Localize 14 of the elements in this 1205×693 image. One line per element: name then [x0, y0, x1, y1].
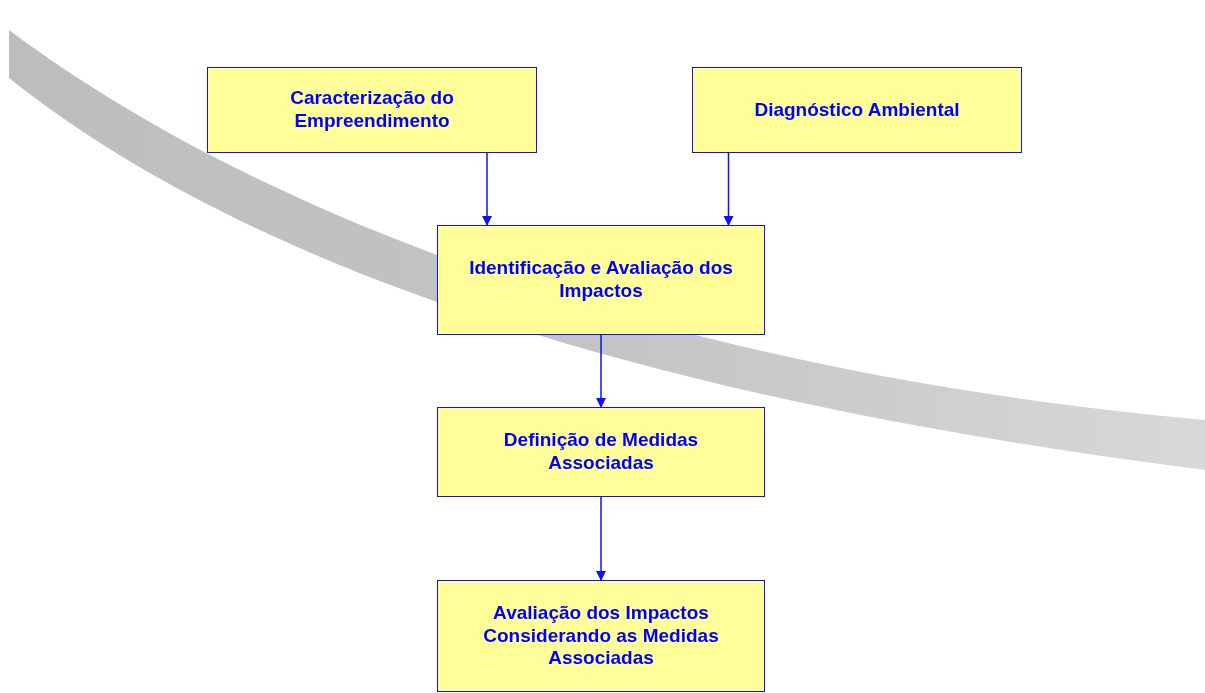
- box-label: Avaliação dos Impactos Considerando as Medidas Associadas: [482, 601, 720, 671]
- process-box: [437, 225, 765, 335]
- process-box: [437, 580, 765, 692]
- arrow: [596, 496, 606, 581]
- arrow: [723, 152, 734, 226]
- box-label: Diagnóstico Ambiental: [754, 98, 960, 122]
- box-label: Identificação e Avaliação dos Impactos: [468, 257, 734, 303]
- box-label: Caracterização do Empreendimento: [289, 87, 455, 133]
- box-label: Definição de Medidas Associadas: [502, 429, 700, 475]
- process-box: [437, 407, 765, 497]
- arrow: [482, 152, 492, 226]
- arrow: [596, 334, 606, 408]
- process-box: [692, 67, 1022, 153]
- process-box: [207, 67, 537, 153]
